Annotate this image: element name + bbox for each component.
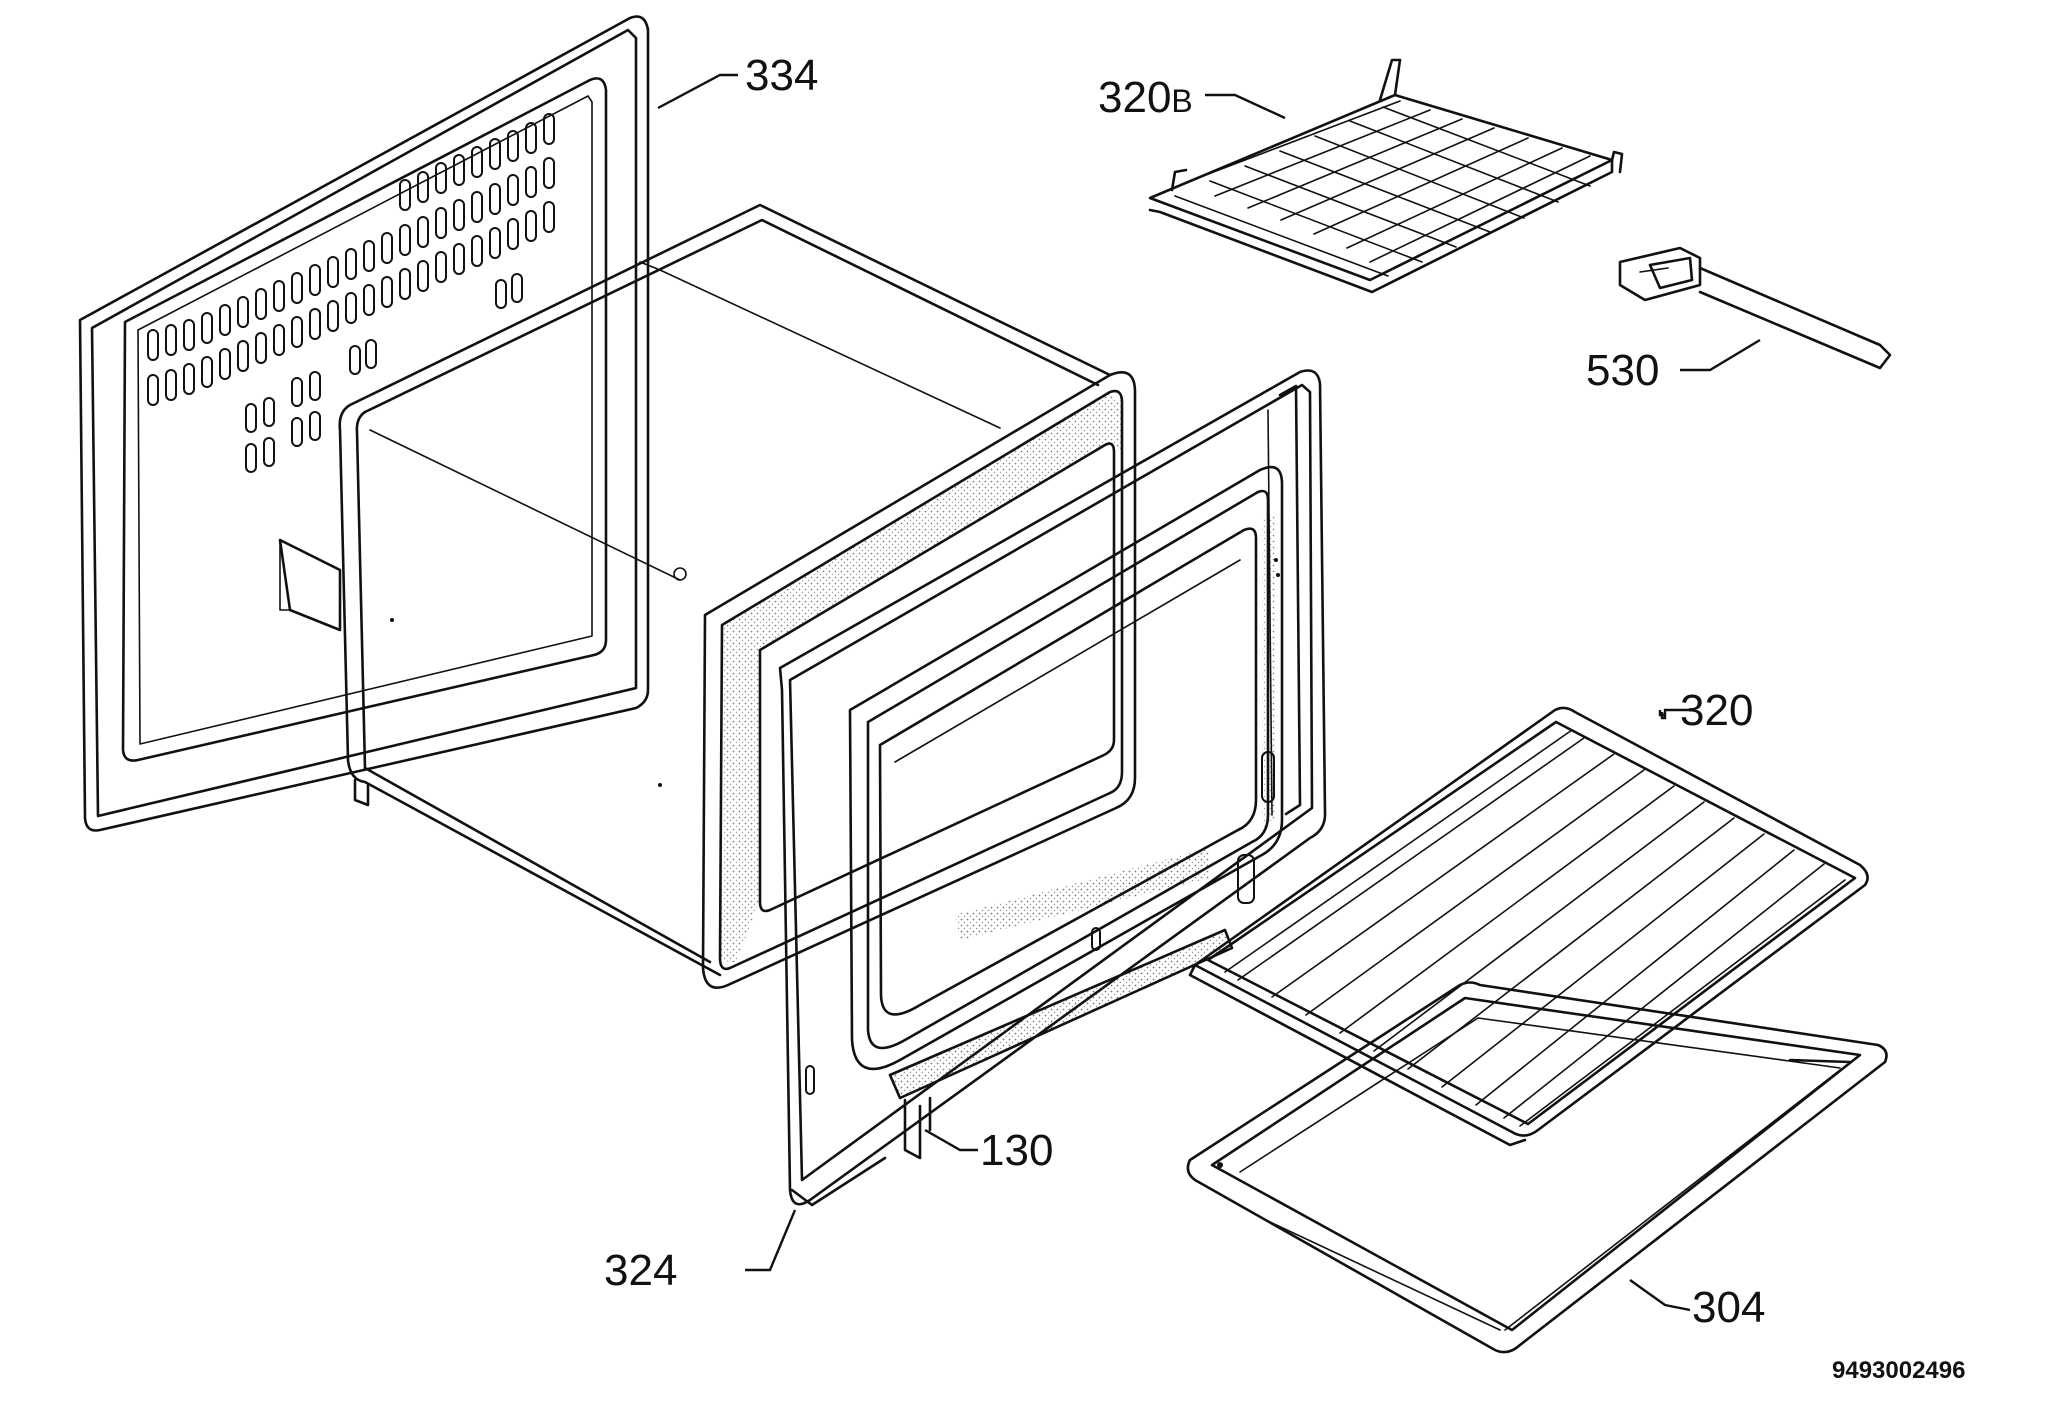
tray (1186, 981, 1888, 1354)
label-shelf-handle: 530 (1586, 346, 1659, 395)
label-front-frame: 324 (604, 1246, 677, 1295)
label-back-panel: 334 (745, 51, 818, 100)
label-tray: 304 (1692, 1283, 1765, 1332)
shelf-small-grid (1148, 58, 1624, 294)
oven-cavity (278, 203, 1112, 977)
label-shelf-small-grid: 320B (1098, 73, 1193, 122)
door-seal-strip (888, 928, 1234, 1160)
cavity-front-flange (701, 371, 1137, 989)
document-number: 9493002496 (1832, 1357, 1965, 1384)
front-frame (778, 369, 1327, 1207)
leader-lines (657, 73, 1761, 1312)
back-panel-vents (147, 113, 555, 473)
shelf-handle (1618, 246, 1892, 370)
label-door-seal-strip: 130 (980, 1126, 1053, 1175)
back-panel (78, 15, 650, 832)
label-shelf-grid: 320 (1680, 686, 1753, 735)
shelf-grid (1188, 706, 1869, 1147)
